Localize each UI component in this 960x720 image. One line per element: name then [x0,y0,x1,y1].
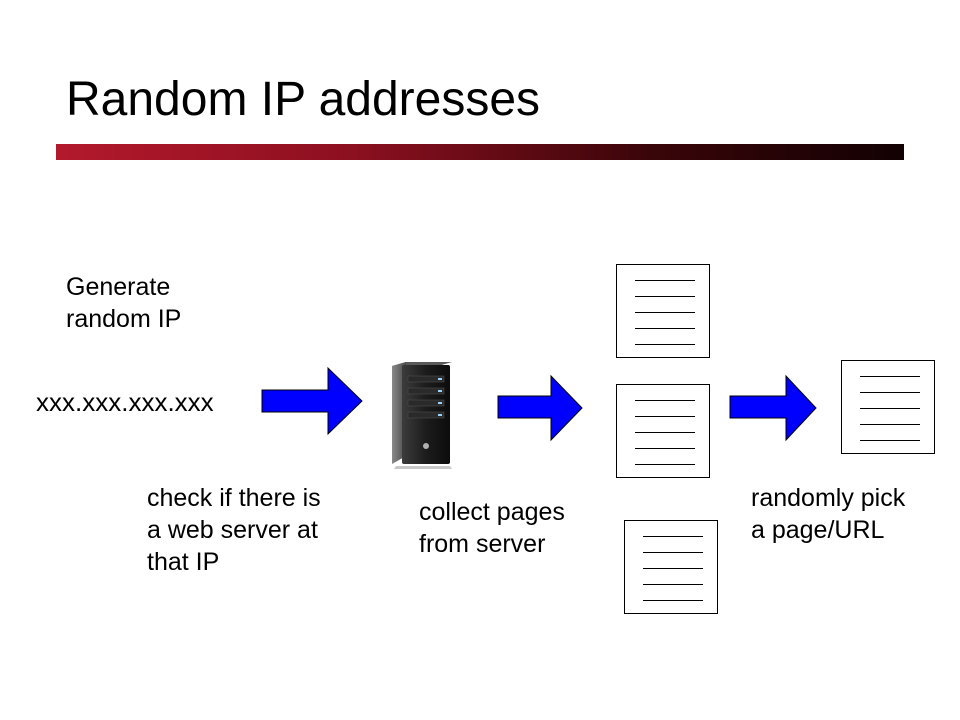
collect-pages-label: collect pages from server [419,496,565,560]
ip-pattern-label: xxx.xxx.xxx.xxx [36,387,214,417]
collect-line-1: collect pages [419,498,565,526]
title-underline-bar [56,144,904,160]
check-line-1: check if there is [147,484,321,512]
random-pick-label: randomly pick a page/URL [751,482,905,546]
document-icon [616,264,710,358]
pick-line-2: a page/URL [751,516,885,544]
check-line-2: a web server at [147,516,318,544]
arrow-right-icon [261,366,363,436]
generate-line-1: Generate [66,273,171,301]
check-line-3: that IP [147,548,220,576]
document-icon [616,384,710,478]
arrow-right-icon [729,374,817,442]
pick-line-1: randomly pick [751,484,906,512]
generate-ip-label: Generate random IP [66,271,181,335]
collect-line-2: from server [419,530,546,558]
document-icon [841,360,935,454]
generate-line-2: random IP [66,305,182,333]
slide-title: Random IP addresses [66,73,541,126]
arrow-right-icon [497,374,583,442]
document-icon [624,520,718,614]
check-server-label: check if there is a web server at that I… [147,482,321,578]
server-tower-icon [392,362,452,469]
